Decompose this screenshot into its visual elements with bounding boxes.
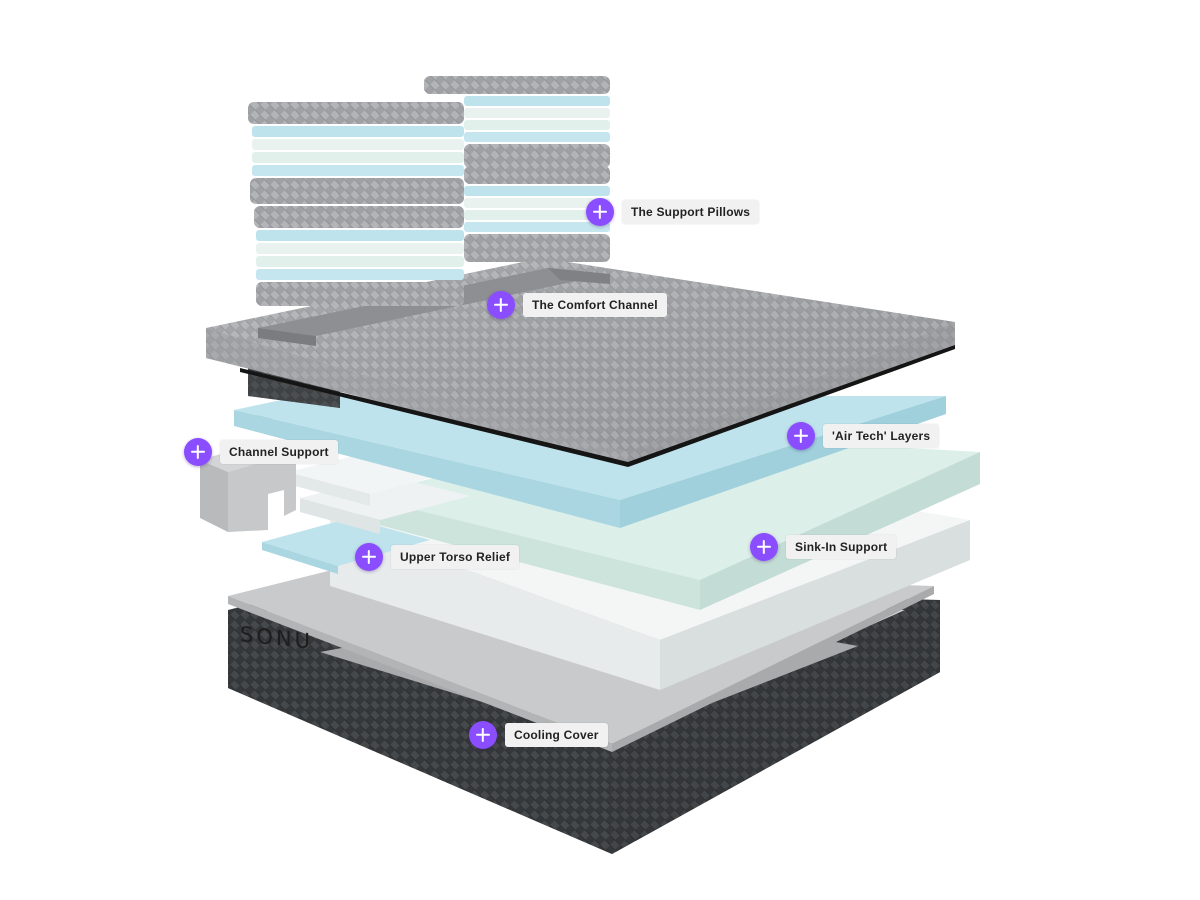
plus-icon[interactable]: [355, 543, 383, 571]
plus-icon[interactable]: [586, 198, 614, 226]
plus-icon[interactable]: [787, 422, 815, 450]
comfort-channel-cover: [206, 258, 955, 467]
hotspot-air-tech-layers[interactable]: 'Air Tech' Layers: [787, 422, 940, 450]
hotspot-label: 'Air Tech' Layers: [823, 424, 940, 448]
pillow-stack-left: [248, 102, 464, 306]
support-pillows-stack: [248, 76, 610, 306]
plus-icon[interactable]: [184, 438, 212, 466]
hotspot-support-pillows[interactable]: The Support Pillows: [586, 198, 760, 226]
plus-icon[interactable]: [750, 533, 778, 561]
hotspot-label: Cooling Cover: [505, 723, 608, 747]
plus-icon[interactable]: [487, 291, 515, 319]
hotspot-upper-torso-relief[interactable]: Upper Torso Relief: [355, 543, 520, 571]
plus-icon[interactable]: [469, 721, 497, 749]
hotspot-label: Sink-In Support: [786, 535, 897, 559]
hotspot-label: The Support Pillows: [622, 200, 760, 224]
hotspot-cooling-cover[interactable]: Cooling Cover: [469, 721, 608, 749]
hotspot-comfort-channel[interactable]: The Comfort Channel: [487, 291, 667, 319]
hotspot-label: Upper Torso Relief: [391, 545, 520, 569]
hotspot-channel-support[interactable]: Channel Support: [184, 438, 338, 466]
hotspot-label: The Comfort Channel: [523, 293, 667, 317]
hotspot-sink-in-support[interactable]: Sink-In Support: [750, 533, 897, 561]
hotspot-label: Channel Support: [220, 440, 338, 464]
pillow-stack-right: [424, 76, 610, 262]
